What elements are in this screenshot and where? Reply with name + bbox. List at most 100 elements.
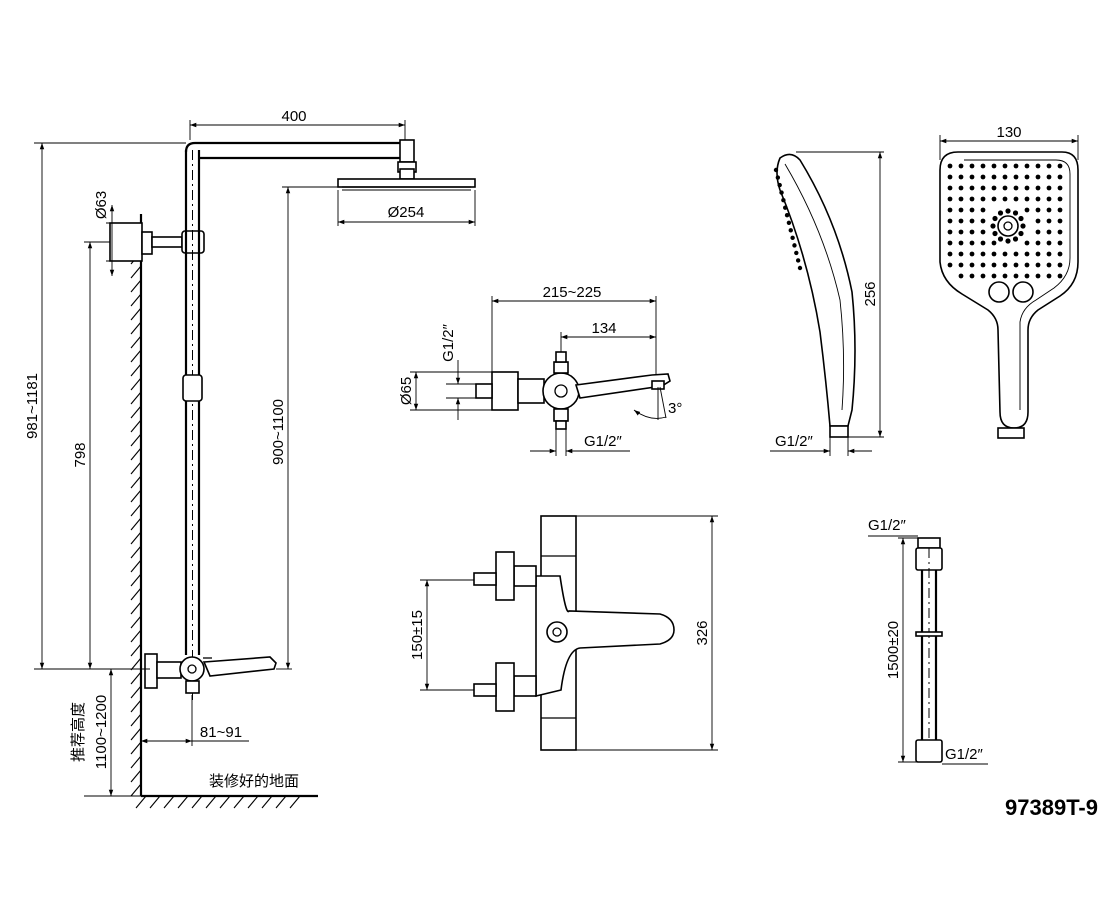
nozzle-dot xyxy=(1057,218,1063,224)
hatch-line xyxy=(233,795,245,809)
nozzle-dot xyxy=(1002,174,1008,180)
hatch-line xyxy=(130,363,142,377)
hatch-line xyxy=(130,559,142,573)
nozzle-dot xyxy=(1057,273,1063,279)
nozzle-dot xyxy=(1012,236,1019,242)
nozzle-dot xyxy=(947,185,953,191)
label-overall-length: 215~225 xyxy=(543,284,602,301)
hatch-line xyxy=(130,447,142,461)
nozzle-dot xyxy=(794,250,799,256)
nozzle-dot xyxy=(1002,196,1008,202)
nozzle-dot xyxy=(795,258,801,263)
nozzle-dot xyxy=(958,218,964,224)
dim-mixer-width: 326 xyxy=(576,515,718,751)
hatch-line xyxy=(130,475,142,489)
hatch-line xyxy=(130,741,142,755)
nozzle-dot xyxy=(980,229,986,235)
nozzle-dot xyxy=(1013,196,1019,202)
hatch-line xyxy=(130,405,142,419)
nozzle-dot xyxy=(1035,207,1041,213)
label-inlet-thread: G1/2″ xyxy=(440,323,457,362)
label-hand-width: 130 xyxy=(996,124,1021,141)
nozzle-dot xyxy=(992,230,998,237)
hatch-line xyxy=(177,795,189,809)
nozzle-dot xyxy=(1057,174,1063,180)
label-bracket-dia: Ø63 xyxy=(93,191,110,219)
nozzle-dot xyxy=(1002,273,1008,279)
nozzle-dot xyxy=(958,251,964,257)
nozzle-dot xyxy=(980,218,986,224)
nozzle-dot xyxy=(947,262,953,268)
nozzle-dot xyxy=(777,182,782,188)
nozzle-dot xyxy=(1024,251,1030,257)
dim-hand-thread: G1/2″ xyxy=(770,433,872,456)
nozzle-dot xyxy=(969,174,975,180)
nozzle-dot xyxy=(958,273,964,279)
nozzle-dot xyxy=(1046,262,1052,268)
side-nozzles xyxy=(773,167,803,271)
dim-mixer-offset: 81~91 xyxy=(141,695,249,746)
dim-inlet-spacing: 150±15 xyxy=(409,579,474,691)
nozzle-dot xyxy=(775,175,781,180)
hatch-line xyxy=(130,601,142,615)
nozzle-dot xyxy=(1035,218,1041,224)
nozzle-dot xyxy=(969,196,975,202)
nozzle-dot xyxy=(980,174,986,180)
hatch-line xyxy=(130,349,142,363)
nozzle-dot xyxy=(991,240,997,246)
hatch-line xyxy=(130,573,142,587)
hatch-line xyxy=(130,419,142,433)
dim-spout-length: 134 xyxy=(560,320,656,352)
nozzle-dot xyxy=(969,163,975,169)
nozzle-dot xyxy=(1035,163,1041,169)
label-recommended-height: 1100~1200 xyxy=(93,695,110,769)
hatch-line xyxy=(130,433,142,447)
nozzle-dot xyxy=(969,218,975,224)
dim-hand-length: 256 xyxy=(796,151,884,438)
label-hose-bottom-thread: G1/2″ xyxy=(945,746,984,763)
nozzle-dot xyxy=(1046,240,1052,246)
hatch-line xyxy=(289,795,301,809)
nozzle-dot xyxy=(1057,185,1063,191)
dim-total-height: 981~1181 xyxy=(24,142,186,670)
label-mixer-width: 326 xyxy=(694,620,711,645)
label-hand-length: 256 xyxy=(862,281,879,306)
nozzle-dot xyxy=(980,240,986,246)
nozzle-dot xyxy=(969,229,975,235)
label-recommended-text: 推荐高度 xyxy=(69,702,87,762)
nozzle-dot xyxy=(958,240,964,246)
nozzle-dot xyxy=(786,220,792,225)
hatch-line xyxy=(130,265,142,279)
dim-bracket-height: 798 xyxy=(72,241,110,669)
label-flange-dia: Ø65 xyxy=(398,377,415,405)
hatch-line xyxy=(130,783,142,797)
shower-column-view: 400 Ø63 Ø254 981~1181 798 xyxy=(24,108,476,809)
nozzle-dot xyxy=(1046,251,1052,257)
nozzle-dot xyxy=(997,236,1004,242)
nozzle-dot xyxy=(947,240,953,246)
nozzle-dot xyxy=(969,273,975,279)
label-head-dia: Ø254 xyxy=(388,204,425,221)
nozzle-dot xyxy=(1013,185,1019,191)
hatch-line xyxy=(130,769,142,783)
nozzle-dot xyxy=(947,196,953,202)
nozzle-dot xyxy=(969,240,975,246)
nozzle-dot xyxy=(1046,185,1052,191)
hatch-line xyxy=(130,615,142,629)
hatch-line xyxy=(130,629,142,643)
label-spout-length: 134 xyxy=(591,320,616,337)
dim-recommended-height: 1100~1200 推荐高度 xyxy=(69,668,141,797)
hatch-line xyxy=(130,545,142,559)
hatch-line xyxy=(205,795,217,809)
nozzle-dot xyxy=(779,190,784,195)
label-spout-angle: 3° xyxy=(668,400,682,417)
nozzle-dot xyxy=(773,167,779,173)
nozzle-dot xyxy=(992,215,998,222)
nozzle-dot xyxy=(1005,208,1011,214)
rain-shower-head xyxy=(337,168,476,191)
nozzle-dot xyxy=(958,185,964,191)
nozzle-dot xyxy=(1018,215,1024,222)
dim-overall-length: 215~225 xyxy=(491,284,657,374)
hatch-line xyxy=(130,279,142,293)
